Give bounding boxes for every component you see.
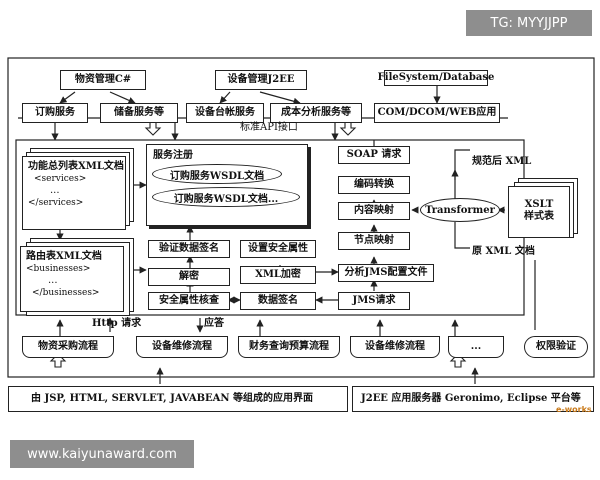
routing-doc-open: <businesses> — [26, 264, 91, 274]
node-mapping-box: 节点映射 — [338, 232, 410, 250]
ui-layer-box: 由 JSP, HTML, SERVLET, JAVABEAN 等组成的应用界面 — [8, 386, 348, 412]
set-security-attr-box: 设置安全属性 — [240, 240, 316, 258]
app-server-box: J2EE 应用服务器 Geronimo, Eclipse 平台等 — [352, 386, 594, 412]
function-list-doc: 功能总列表XML文档 <services> ... </services> — [22, 156, 126, 230]
equipment-mgmt-box: 设备管理J2EE — [215, 70, 307, 90]
security-check-box: 安全属性核查 — [148, 292, 230, 310]
order-service-box: 订购服务 — [22, 103, 88, 123]
process-more: ... — [448, 336, 504, 358]
decrypt-box: 解密 — [148, 268, 230, 286]
wsdl-doc-1: 订购服务WSDL文档 — [152, 164, 282, 184]
function-list-doc-open: <services> — [34, 174, 87, 184]
com-dcom-web-app-box: COM/DCOM/WEB应用 — [374, 103, 500, 123]
cost-analysis-service-box: 成本分析服务等 — [270, 103, 362, 123]
xslt-line2: 样式表 — [524, 211, 554, 222]
verify-signature-box: 验证数据签名 — [148, 240, 230, 258]
process-maintenance-1: 设备维修流程 — [136, 336, 228, 358]
watermark-corner: e-works — [556, 405, 592, 414]
xml-encrypt-box: XML加密 — [240, 266, 316, 284]
storage-service-box: 储备服务等 — [100, 103, 178, 123]
auth-check-box: 权限验证 — [524, 336, 588, 358]
routing-doc-dots: ... — [48, 275, 58, 286]
data-signature-box: 数据签名 — [240, 292, 316, 310]
watermark-bottom: www.kaiyunaward.com — [10, 440, 194, 468]
xslt-doc: XSLT 样式表 — [508, 186, 570, 238]
http-request-label: Http 请求 — [92, 318, 142, 329]
service-registry-title: 服务注册 — [153, 150, 193, 161]
wsdl-doc-2: 订购服务WSDL文档... — [152, 187, 300, 207]
equipment-ledger-service-box: 设备台帐服务 — [186, 103, 264, 123]
jms-request-box: JMS请求 — [338, 292, 410, 310]
parse-jms-config-box: 分析JMS配置文件 — [338, 264, 434, 282]
function-list-doc-close: </services> — [28, 198, 84, 208]
transformer-node: Transformer — [420, 198, 500, 222]
watermark-top: TG: MYYJJPP — [466, 10, 592, 36]
supply-mgmt-box: 物资管理C# — [60, 70, 146, 90]
normalized-xml-label: 规范后 XML — [472, 156, 532, 167]
function-list-doc-title: 功能总列表XML文档 — [28, 161, 124, 172]
outer-frame — [7, 57, 595, 378]
standard-api-label: 标准API接口 — [240, 122, 298, 133]
encoding-conversion-box: 编码转换 — [338, 176, 410, 194]
function-list-doc-dots: ... — [50, 185, 60, 196]
routing-doc: 路由表XML文档 <businesses> ... </businesses> — [20, 246, 124, 312]
routing-doc-title: 路由表XML文档 — [26, 251, 102, 262]
content-mapping-box: 内容映射 — [338, 202, 410, 220]
routing-doc-close: </businesses> — [32, 288, 100, 298]
xslt-line1: XSLT — [524, 199, 554, 210]
soap-request-box: SOAP 请求 — [338, 146, 410, 164]
original-xml-label: 原 XML 文档 — [472, 246, 535, 257]
process-finance-budget: 财务查询预算流程 — [238, 336, 340, 358]
process-procurement: 物资采购流程 — [22, 336, 114, 358]
service-registry-box: 服务注册 — [146, 144, 308, 226]
response-label: 应答 — [204, 318, 224, 329]
filesystem-db-box: FileSystem/Database — [378, 70, 494, 86]
process-maintenance-2: 设备维修流程 — [350, 336, 440, 358]
